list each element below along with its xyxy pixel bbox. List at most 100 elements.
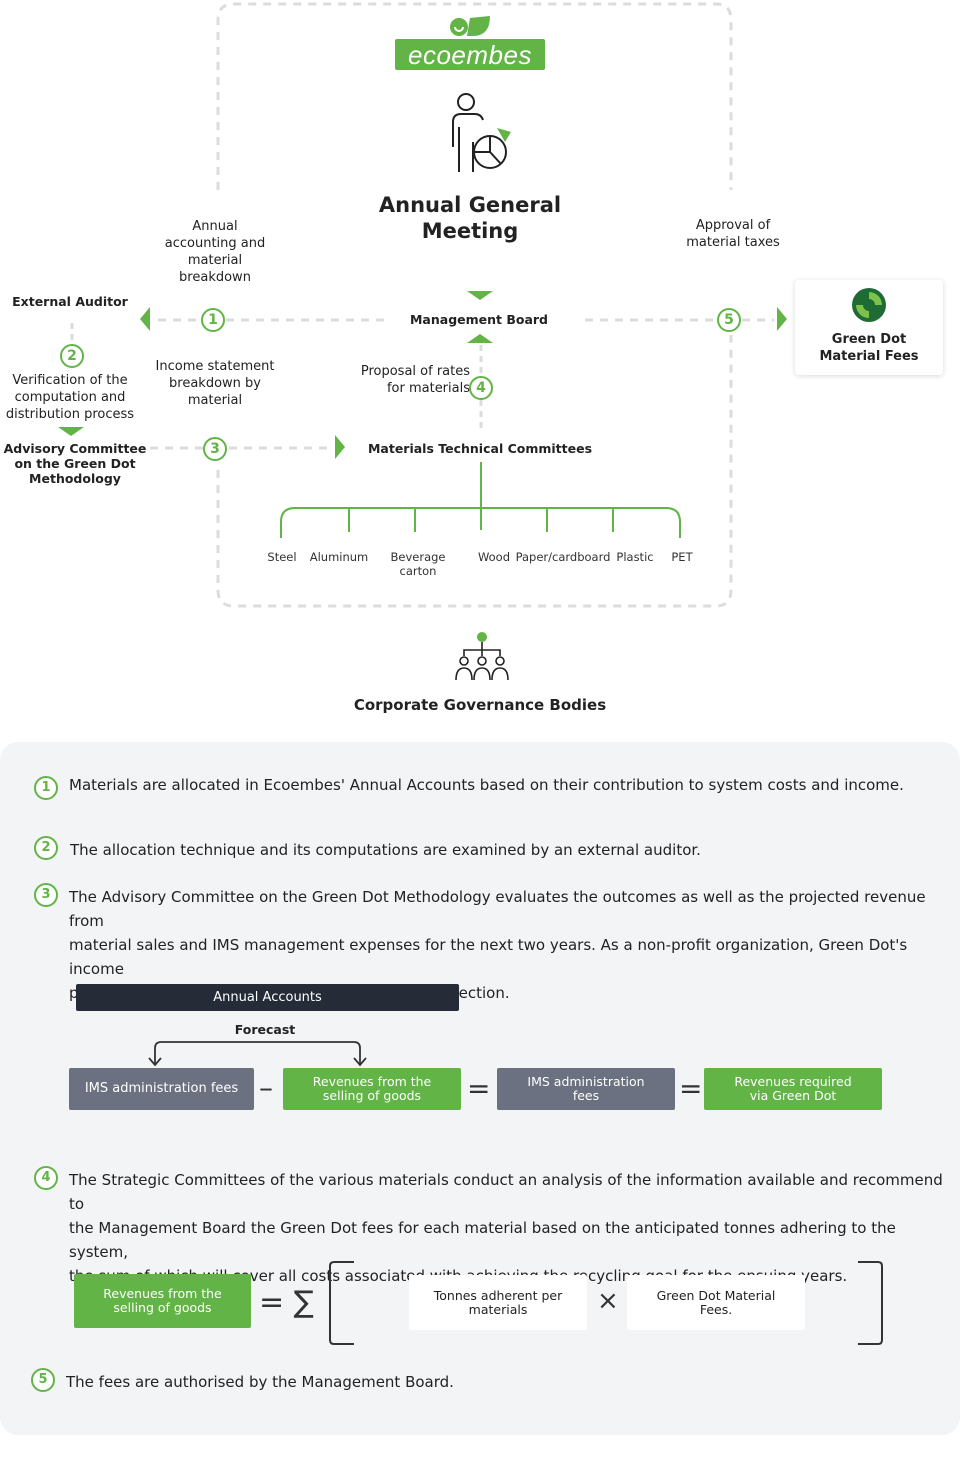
revenues-required-box: Revenues required via Green Dot [704, 1068, 882, 1110]
agm-title-line1: Annual General [378, 193, 562, 217]
note-3-line: material sales and IMS management expens… [69, 936, 908, 978]
revenues-goods-line: selling of goods [113, 1300, 212, 1315]
tonnes-box: Tonnes adherent per materials [409, 1275, 587, 1330]
verification-line: computation and [14, 390, 126, 405]
note-4-line: The Strategic Committees of the various … [69, 1171, 943, 1213]
tonnes-line: Tonnes adherent per [433, 1287, 563, 1303]
green-dot-card: Green Dot Material Fees [795, 280, 943, 375]
arrow-down-icon [467, 291, 493, 300]
dashed-frame [70, 2, 774, 608]
external-auditor: External Auditor [12, 294, 128, 309]
annual-accounts-bar: Annual Accounts [76, 984, 459, 1011]
annual-accounting-line: accounting and [164, 236, 266, 251]
tonnes-line: materials [468, 1301, 528, 1317]
forecast-bracket-arrows [148, 1041, 367, 1067]
proposal-label: Proposal of rates for materials [340, 363, 470, 397]
note-5-text: The fees are authorised by the Managemen… [66, 1373, 454, 1391]
annual-accounting-label: Annual accounting and material breakdown [150, 218, 280, 286]
note-3-badge: 3 [34, 883, 58, 907]
approval-line: Approval of [695, 218, 771, 233]
proposal-line: Proposal of rates [360, 364, 470, 379]
revenues-goods-box-2: Revenues from the selling of goods [74, 1274, 251, 1328]
material-pet: PET [671, 550, 693, 564]
bracket-left [329, 1261, 354, 1345]
note-5-badge: 5 [31, 1368, 55, 1392]
times-operator: × [597, 1286, 619, 1316]
note-2-text: The allocation technique and its computa… [70, 841, 701, 859]
material-steel: Steel [267, 550, 297, 564]
annual-accounting-line: breakdown [179, 270, 251, 285]
step-5-badge: 5 [717, 308, 741, 332]
logo-text: ecoembes [408, 40, 532, 70]
arrow-right-icon [777, 307, 787, 331]
advisory-committee: Advisory Committee on the Green Dot Meth… [0, 441, 150, 486]
material-beverage-carton: Beverage carton [390, 550, 446, 578]
ecoembes-logo: ecoembes [395, 16, 545, 70]
fees-box: Green Dot Material Fees. [627, 1275, 805, 1330]
note-3-line: The Advisory Committee on the Green Dot … [69, 888, 926, 930]
revenues-goods-line: selling of goods [322, 1088, 422, 1103]
person-chart-icon [452, 93, 511, 172]
annual-accounting-line: Annual [192, 219, 238, 234]
arrow-down-icon [58, 427, 84, 436]
minus-operator: – [259, 1071, 273, 1104]
green-dot-line1: Green Dot [831, 332, 907, 347]
step-4-badge: 4 [469, 376, 493, 400]
note-4-text: The Strategic Committees of the various … [69, 1168, 949, 1288]
revenues-required-line: Revenues required [734, 1074, 852, 1089]
advisory-line: on the Green Dot [14, 456, 136, 471]
material-wood: Wood [477, 550, 511, 564]
verification-line: Verification of the [12, 373, 128, 388]
green-dot-title: Green Dot Material Fees [795, 331, 943, 365]
green-dot-line2: Material Fees [819, 349, 919, 364]
material-plastic: Plastic [616, 550, 654, 564]
equals-operator: = [679, 1072, 703, 1105]
approval-label: Approval of material taxes [670, 217, 796, 251]
income-statement-label: Income statement breakdown by material [150, 358, 280, 409]
ims-fees-box: IMS administration fees [69, 1068, 254, 1110]
equals-sigma-operator: = ∑ [259, 1285, 314, 1320]
annual-accounting-line: material [187, 253, 243, 268]
verification-line: distribution process [5, 407, 135, 422]
revenues-required-line: via Green Dot [749, 1088, 837, 1103]
agm-title: Annual General Meeting [350, 192, 590, 244]
arrow-up-icon [467, 334, 493, 343]
revenues-goods-line: Revenues from the [103, 1286, 222, 1301]
equals-operator: = [467, 1072, 491, 1105]
agm-title-line2: Meeting [421, 219, 519, 243]
note-1-text: Materials are allocated in Ecoembes' Ann… [69, 776, 904, 794]
forecast-label: Forecast [234, 1022, 296, 1037]
material-aluminum: Aluminum [309, 550, 369, 564]
fees-line: Green Dot Material [656, 1287, 776, 1303]
technical-committees: Materials Technical Committees [367, 441, 593, 456]
revenues-goods-line: Revenues from the [312, 1074, 432, 1089]
arrow-left-icon [140, 307, 150, 331]
bracket-right [858, 1261, 883, 1345]
income-statement-line: breakdown by [169, 376, 261, 391]
step-2-badge: 2 [60, 344, 84, 368]
approval-line: material taxes [686, 235, 780, 250]
ims-admin-box: IMS administration fees [497, 1068, 675, 1110]
proposal-line: for materials [386, 381, 470, 396]
verification-label: Verification of the computation and dist… [0, 372, 140, 423]
ims-admin-line: fees [572, 1088, 600, 1103]
note-4-badge: 4 [34, 1166, 58, 1190]
fees-line: Fees. [699, 1301, 733, 1317]
org-chart-icon [455, 632, 509, 682]
step-3-badge: 3 [203, 437, 227, 461]
note-2-badge: 2 [34, 836, 58, 860]
management-board: Management Board [409, 312, 549, 327]
material-paper-cardboard: Paper/cardboard [515, 550, 611, 564]
note-4-line: the Management Board the Green Dot fees … [69, 1219, 896, 1261]
revenues-goods-box: Revenues from the selling of goods [283, 1068, 461, 1110]
income-statement-line: material [187, 393, 243, 408]
step-1-badge: 1 [201, 308, 225, 332]
note-1-badge: 1 [34, 776, 58, 800]
advisory-line: Advisory Committee [3, 441, 147, 456]
ims-admin-line: IMS administration [527, 1074, 645, 1089]
green-dot-icon [852, 288, 886, 322]
income-statement-line: Income statement [155, 359, 275, 374]
arrow-right-icon [335, 435, 345, 459]
advisory-line: Methodology [29, 471, 121, 486]
leaf-logo-icon [395, 16, 545, 70]
